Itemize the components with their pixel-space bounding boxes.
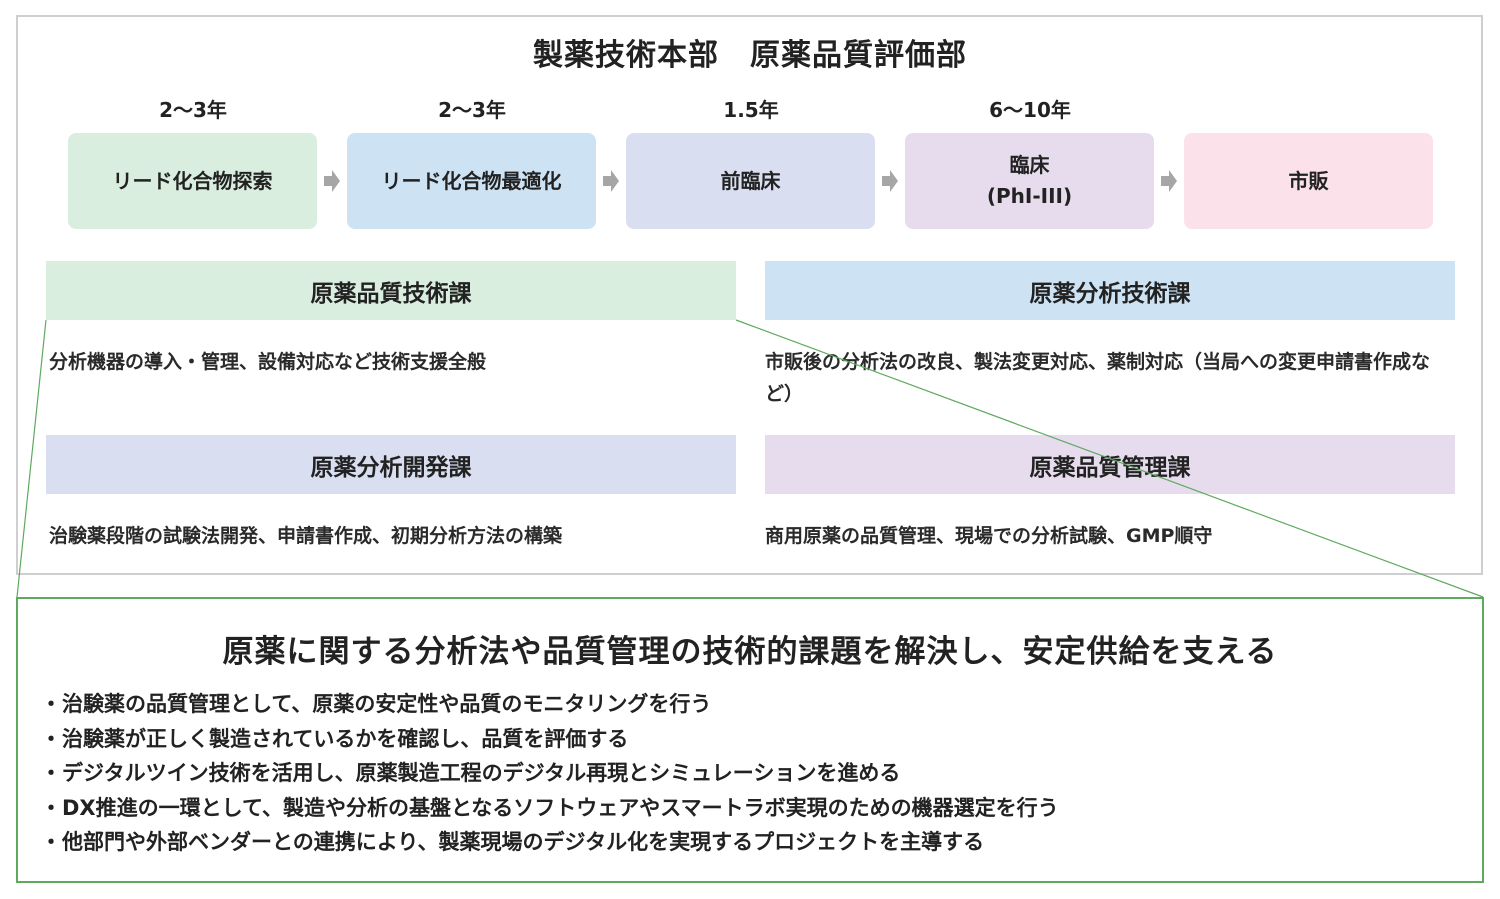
page-title: 製薬技術本部 原薬品質評価部 [533, 38, 967, 73]
stage-preclinical: 前臨床 [626, 133, 875, 229]
list-item: ・他部門や外部ベンダーとの連携により、製薬現場のデジタル化を実現するプロジェクト… [40, 830, 985, 854]
section-desc-quality-control: 商用原薬の品質管理、現場での分析試験、GMP順守 [765, 525, 1213, 547]
section-desc-analysis-dev: 治験薬段階の試験法開発、申請書作成、初期分析方法の構築 [49, 525, 563, 547]
mission-title: 原薬に関する分析法や品質管理の技術的課題を解決し、安定供給を支える [222, 634, 1278, 670]
list-item: ・DX推進の一環として、製造や分析の基盤となるソフトウェアやスマートラボ実現のた… [40, 795, 1059, 820]
stage-clinical: 臨床 (PhI-III) [905, 133, 1154, 229]
section-header-analysis-tech: 原薬分析技術課 [765, 261, 1455, 320]
section-header-quality-control: 原薬品質管理課 [765, 435, 1455, 494]
arrow-right-icon [603, 170, 619, 192]
section-header-quality-tech: 原薬品質技術課 [46, 261, 736, 320]
stage-lead-optimization: リード化合物最適化 [347, 133, 596, 229]
arrow-right-icon [882, 170, 898, 192]
duration-label-4: 6～10年 [989, 98, 1071, 122]
stage-lead-discovery: リード化合物探索 [68, 133, 317, 229]
list-item: ・デジタルツイン技術を活用し、原薬製造工程のデジタル再現とシミュレーションを進め… [40, 761, 901, 785]
list-item: ・治験薬の品質管理として、原薬の安定性や品質のモニタリングを行う [40, 692, 712, 716]
section-header-analysis-dev: 原薬分析開発課 [46, 435, 736, 494]
duration-label-1: 2～3年 [159, 98, 227, 122]
arrow-right-icon [1161, 170, 1177, 192]
duration-label-3: 1.5年 [723, 98, 779, 122]
duration-label-2: 2～3年 [438, 98, 506, 122]
section-desc-quality-tech: 分析機器の導入・管理、設備対応など技術支援全般 [49, 351, 487, 373]
arrow-right-icon [324, 170, 340, 192]
detail-box [16, 597, 1484, 883]
stage-market: 市販 [1184, 133, 1433, 229]
mission-bullet-list: ・治験薬の品質管理として、原薬の安定性や品質のモニタリングを行う ・治験薬が正し… [40, 687, 1059, 860]
section-desc-analysis-tech: 市販後の分析法の改良、製法変更対応、薬制対応（当局への変更申請書作成など） [765, 351, 1431, 405]
list-item: ・治験薬が正しく製造されているかを確認し、品質を評価する [40, 726, 629, 751]
